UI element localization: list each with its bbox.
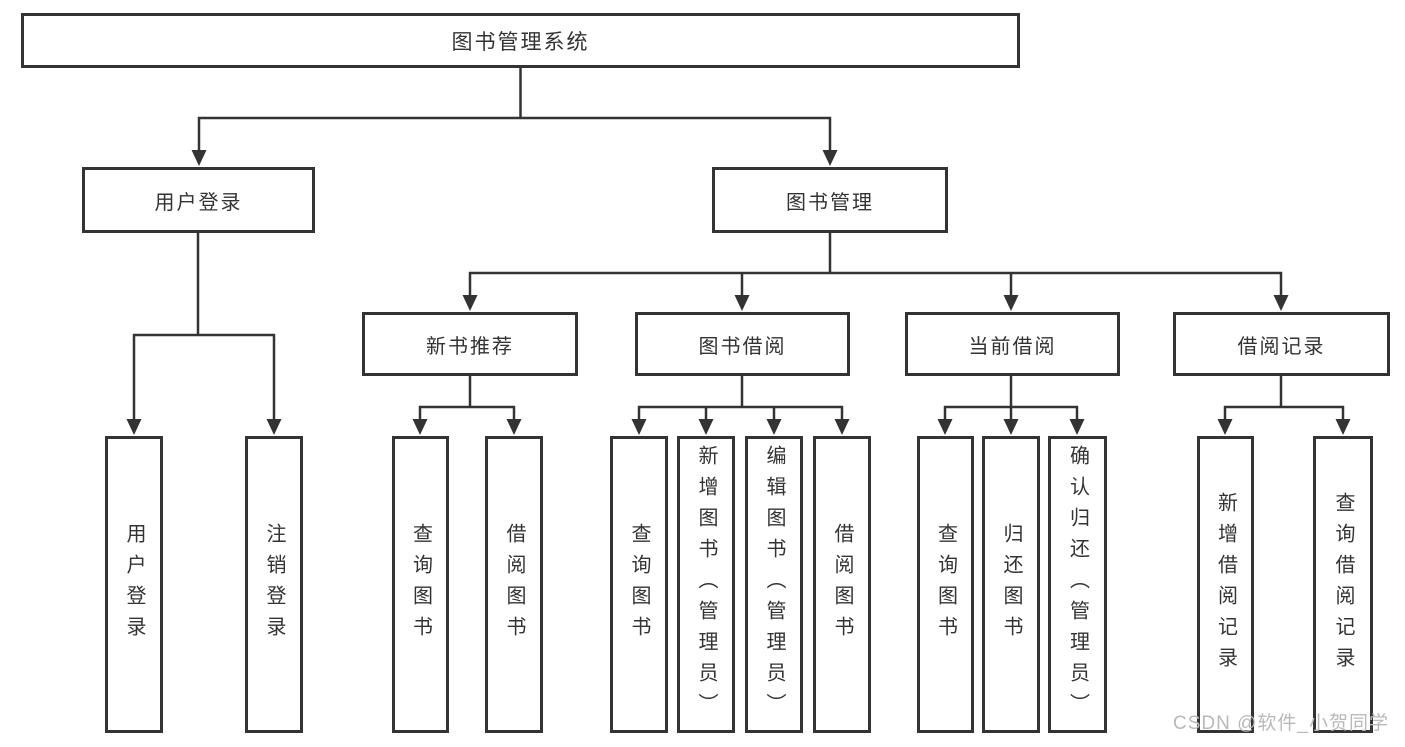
node-user-login-label: 用户登录 <box>154 191 243 214</box>
leaf-records-add-borrow-record: 新增借阅记录 <box>1197 436 1254 733</box>
node-current-borrowing: 当前借阅 <box>905 312 1120 376</box>
leaf-records-query-borrow-record-label: 查询借阅记录 <box>1332 491 1354 678</box>
leaf-current-confirm-return-admin-label: 确认归还（管理员） <box>1066 445 1089 724</box>
node-library-management-system-label: 图书管理系统 <box>451 30 590 54</box>
leaf-current-return-books: 归还图书 <box>982 436 1040 733</box>
leaf-borrowing-borrow-books-label: 借阅图书 <box>831 522 853 647</box>
leaf-current-return-books-label: 归还图书 <box>1000 522 1022 647</box>
node-library-management-system: 图书管理系统 <box>21 13 1020 68</box>
leaf-current-query-books: 查询图书 <box>917 436 974 733</box>
leaf-user-login-label: 用户登录 <box>123 522 145 647</box>
leaf-borrowing-edit-books-admin: 编辑图书（管理员） <box>745 436 803 733</box>
leaf-user-login: 用户登录 <box>105 436 163 733</box>
leaf-newbook-borrow-books: 借阅图书 <box>485 436 543 733</box>
node-borrowing-records: 借阅记录 <box>1173 312 1390 376</box>
leaf-borrowing-borrow-books: 借阅图书 <box>813 436 871 733</box>
node-new-book-recommend: 新书推荐 <box>362 312 578 376</box>
leaf-newbook-query-books: 查询图书 <box>392 436 449 733</box>
leaf-logout-label: 注销登录 <box>263 522 285 647</box>
node-borrowing-records-label: 借阅记录 <box>1237 335 1326 358</box>
node-book-borrowing: 图书借阅 <box>635 312 850 376</box>
leaf-borrowing-edit-books-admin-label: 编辑图书（管理员） <box>763 445 785 724</box>
leaf-current-query-books-label: 查询图书 <box>934 522 957 647</box>
leaf-borrowing-add-books-admin-label: 新增图书（管理员） <box>695 445 717 724</box>
node-user-login: 用户登录 <box>82 167 315 233</box>
node-book-management: 图书管理 <box>712 167 948 233</box>
leaf-records-query-borrow-record: 查询借阅记录 <box>1313 436 1373 733</box>
leaf-borrowing-query-books-label: 查询图书 <box>628 522 650 647</box>
leaf-borrowing-add-books-admin: 新增图书（管理员） <box>677 436 735 733</box>
leaf-logout: 注销登录 <box>245 436 303 733</box>
leaf-newbook-query-books-label: 查询图书 <box>409 522 432 647</box>
leaf-newbook-borrow-books-label: 借阅图书 <box>503 522 525 647</box>
node-new-book-recommend-label: 新书推荐 <box>426 335 514 358</box>
node-book-management-label: 图书管理 <box>786 191 874 214</box>
csdn-watermark: CSDN @软件_小贺同学 <box>1173 713 1389 734</box>
node-current-borrowing-label: 当前借阅 <box>968 335 1057 358</box>
node-book-borrowing-label: 图书借阅 <box>698 335 787 358</box>
leaf-records-add-borrow-record-label: 新增借阅记录 <box>1214 491 1237 678</box>
leaf-current-confirm-return-admin: 确认归还（管理员） <box>1048 436 1107 733</box>
leaf-borrowing-query-books: 查询图书 <box>610 436 668 733</box>
